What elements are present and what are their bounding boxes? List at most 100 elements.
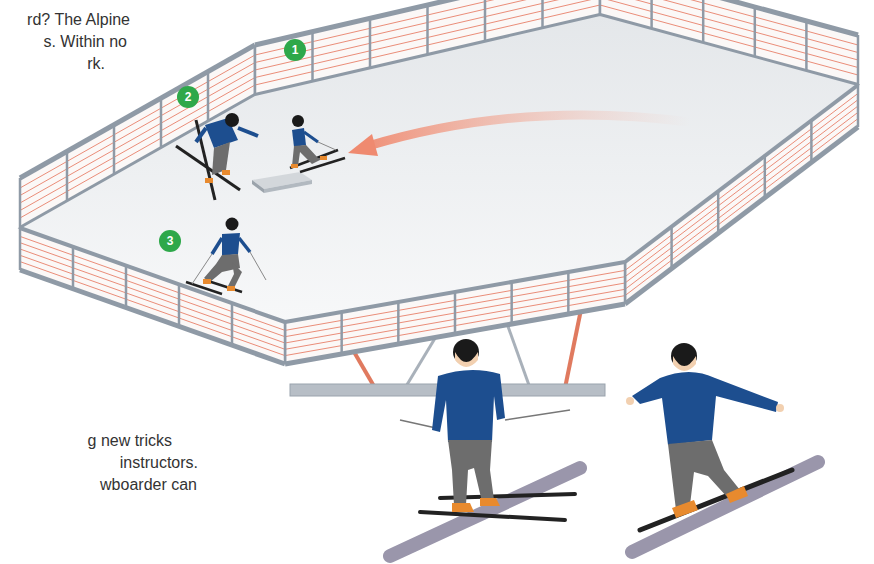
- fallen-skier: [222, 170, 230, 175]
- snowboarder-figure: [626, 343, 818, 552]
- fence-panel: [19, 228, 22, 270]
- skier-figure: [452, 503, 474, 512]
- fence-panel: [20, 45, 255, 178]
- fence-panel: [72, 247, 75, 289]
- small-skier: [290, 115, 345, 172]
- fence-panel: [285, 289, 625, 349]
- fence-panel: [369, 18, 372, 68]
- fence-panel: [19, 178, 22, 228]
- fence-panel: [625, 112, 858, 289]
- snowboarder-figure: [626, 397, 634, 405]
- fence-panel: [20, 249, 285, 343]
- fence-panel: [160, 98, 163, 148]
- front-fence: [20, 85, 858, 364]
- fallen-skier: [205, 178, 213, 183]
- fence-panel: [207, 72, 210, 122]
- fence-panel: [254, 45, 257, 95]
- fence-panel: [510, 282, 513, 324]
- fence-panel: [254, 45, 257, 95]
- obstacle-box: [252, 180, 264, 193]
- callout-circle: 1: [284, 39, 306, 61]
- small-skier: [186, 218, 266, 295]
- fence-panel: [624, 262, 627, 304]
- fence-panel: [311, 32, 314, 82]
- fence-panel: [625, 100, 858, 277]
- fence-panel: [20, 228, 285, 322]
- snowboarder-figure: [632, 372, 778, 445]
- fence-panel: [754, 7, 757, 57]
- snowboarder-figure: [672, 500, 698, 518]
- snowboarder-figure: [776, 404, 784, 412]
- skier-figure: [448, 440, 494, 505]
- small-skier: [300, 158, 345, 172]
- fallen-skier: [225, 113, 239, 127]
- skier-figure: [390, 339, 580, 556]
- fence-panel: [599, 0, 602, 15]
- fence-panel: [624, 262, 627, 304]
- fence-panel: [66, 151, 69, 201]
- body-text: instructors.: [120, 453, 198, 472]
- callout-number: 3: [167, 235, 174, 247]
- body-text: g new tricks: [88, 431, 172, 450]
- support-struts: [505, 318, 530, 388]
- fence-panel: [764, 156, 767, 198]
- fence-panel: [484, 0, 487, 42]
- skier-figure: [420, 512, 565, 520]
- fallen-skier: [212, 142, 230, 175]
- fence-panel: [599, 0, 602, 15]
- fallen-skier: [238, 128, 258, 136]
- fence-panel: [702, 0, 705, 43]
- small-skier: [203, 279, 211, 284]
- rotation-arrow: [368, 115, 690, 146]
- fence-panel: [857, 85, 860, 127]
- fence-panel: [20, 228, 285, 364]
- fallen-skier: [176, 113, 258, 200]
- small-skier: [291, 164, 298, 168]
- skier-figure: [400, 420, 436, 428]
- fence-panel: [20, 243, 285, 337]
- small-skier: [292, 145, 324, 166]
- small-skier: [212, 238, 222, 254]
- small-skier: [228, 262, 242, 288]
- body-text: wboarder can: [100, 475, 197, 494]
- small-skier: [318, 142, 336, 150]
- fence-panel: [805, 21, 808, 71]
- skier-figure: [505, 410, 570, 420]
- fence-panel: [670, 227, 673, 269]
- body-text: rd? The Alpine: [27, 10, 130, 29]
- obstacle-box: [252, 172, 312, 193]
- fence-panel: [285, 262, 625, 364]
- callout-circle: 2: [177, 86, 199, 108]
- fence-panel: [20, 270, 285, 364]
- rotation-arrow: [348, 115, 690, 156]
- fence-panel: [567, 272, 570, 314]
- fence-panel: [625, 106, 858, 283]
- fence-panel: [113, 125, 116, 175]
- fence-panel: [20, 255, 285, 349]
- small-skier: [304, 132, 318, 142]
- fence-panel: [178, 284, 181, 326]
- callout-number: 2: [185, 91, 192, 103]
- small-skier: [226, 218, 239, 231]
- small-skier: [227, 286, 235, 291]
- fence-panel: [340, 312, 343, 354]
- fence-panel: [857, 35, 860, 85]
- fence-panel: [625, 127, 858, 304]
- skier-figure: [432, 370, 505, 442]
- fence-panel: [231, 303, 234, 345]
- skier-figure: [480, 498, 500, 506]
- rotation-arrow: [348, 134, 378, 156]
- small-skier: [239, 238, 250, 252]
- fallen-skier: [196, 128, 206, 142]
- callout-number: 1: [292, 44, 299, 56]
- small-skier: [250, 252, 266, 280]
- fence-panel: [454, 292, 457, 334]
- small-skier: [292, 128, 306, 147]
- fence-panel: [285, 277, 625, 337]
- fence-panel: [20, 228, 285, 364]
- small-skier: [192, 254, 212, 284]
- obstacle-box: [264, 180, 312, 193]
- fence-panel: [397, 302, 400, 344]
- fence-panel: [625, 85, 858, 262]
